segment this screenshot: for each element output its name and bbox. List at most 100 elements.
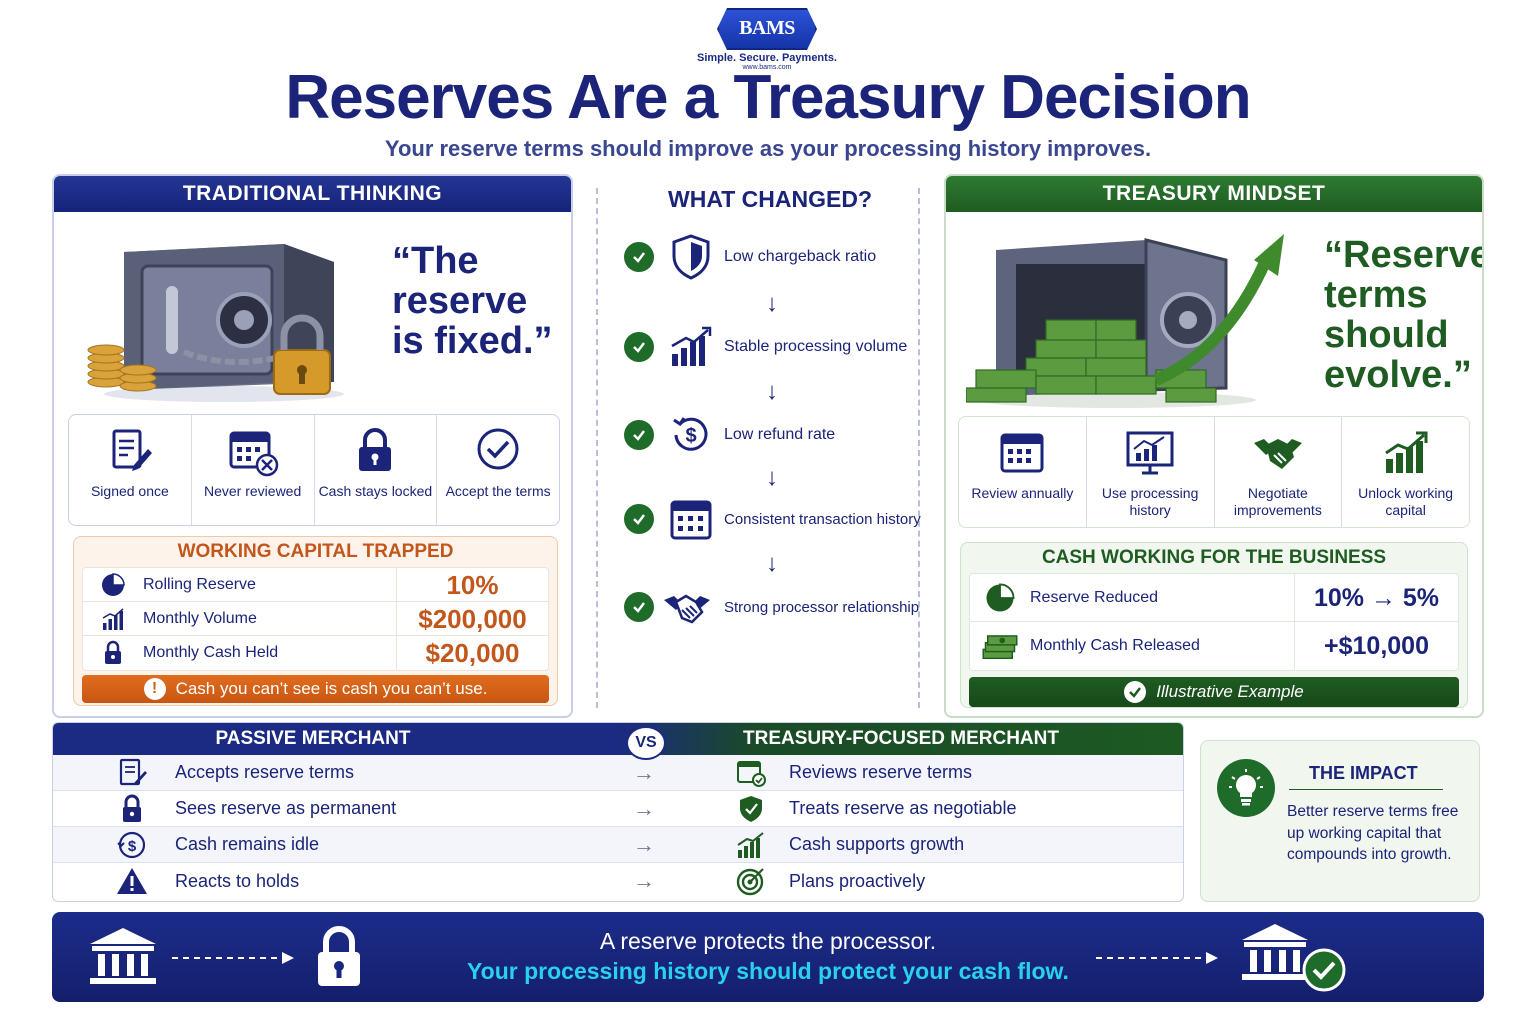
metric-row-reserve-reduced: Reserve Reduced 10% → 5% [970, 574, 1458, 622]
impact-title: THE IMPACT [1309, 763, 1418, 783]
check-icon [624, 504, 654, 534]
treasury-quote: “Reserve terms should evolve.” [1324, 234, 1484, 396]
metric-label: Monthly Cash Released [1030, 637, 1200, 654]
treasury-item-history: Use processing history [1087, 417, 1215, 527]
metric-row-monthly-cash-held: Monthly Cash Held $20,000 [83, 636, 548, 670]
alert-icon: ! [143, 678, 166, 700]
passive-text: Sees reserve as permanent [175, 798, 397, 818]
change-step-label: Strong processor relationship [724, 598, 920, 616]
passive-text: Cash remains idle [175, 834, 320, 854]
bank-icon [90, 928, 156, 984]
metric-row-rolling-reserve: Rolling Reserve 10% [83, 568, 548, 602]
calendar-icon [670, 500, 712, 540]
down-arrow-icon: ↓ [766, 290, 778, 317]
check-icon [624, 332, 654, 362]
arrow-right-icon: → [633, 795, 655, 821]
working-capital-alert: ! Cash you can’t see is cash you can’t u… [82, 675, 549, 703]
page-title: Reserves Are a Treasury Decision [285, 63, 1251, 132]
traditional-item-label: Accept the terms [445, 483, 551, 499]
treasury-item-negotiate: Negotiate improvements [1215, 417, 1343, 527]
dashed-arrow-icon [172, 952, 294, 964]
lock-icon [123, 794, 141, 822]
comparison-row: Accepts reserve terms → Reviews reserve … [53, 755, 1183, 791]
treasury-item-unlock: Unlock working capital [1342, 417, 1469, 527]
check-circle-icon [1124, 681, 1147, 703]
change-step-history: Consistent transaction history [624, 494, 924, 544]
change-step-label: Low refund rate [724, 426, 836, 443]
arrow-right-icon: → [633, 759, 655, 785]
metric-value: $200,000 [396, 602, 548, 635]
vs-badge: VS [626, 726, 666, 760]
treasury-item-review: Review annually [959, 417, 1087, 527]
document-pen-icon [119, 758, 147, 785]
traditional-thinking-panel: TRADITIONAL THINKING “The reserve is fix… [52, 174, 573, 718]
warning-icon [117, 868, 147, 894]
lock-icon [318, 926, 360, 986]
dashed-arrow-icon [1096, 952, 1218, 964]
impact-body: Better reserve terms free up working cap… [1287, 803, 1459, 864]
traditional-quote: “The reserve is fixed.” [392, 240, 553, 362]
treasury-text: Cash supports growth [789, 834, 965, 854]
bams-logo: BAMS Simple. Secure. Payments. www.bams.… [692, 8, 842, 71]
cash-working-title: CASH WORKING FOR THE BUSINESS [1041, 547, 1387, 568]
change-step-label: Consistent transaction history [724, 510, 921, 528]
presentation-chart-icon [1126, 431, 1174, 475]
traditional-item-never-reviewed: Never reviewed [192, 415, 315, 525]
what-changed-title: WHAT CHANGED? [668, 186, 872, 212]
divider-left [596, 188, 598, 708]
treasury-merchant-header: TREASURY-FOCUSED MERCHANT [743, 728, 1059, 749]
comparison-header: PASSIVE MERCHANT TREASURY-FOCUSED MERCHA… [53, 723, 1183, 755]
change-step-relationship: Strong processor relationship [624, 582, 924, 632]
check-icon [624, 592, 654, 622]
working-capital-title: WORKING CAPITAL TRAPPED [177, 541, 454, 562]
svg-text:$: $ [685, 425, 696, 447]
traditional-item-cash-locked: Cash stays locked [315, 415, 438, 525]
cash-working-box: CASH WORKING FOR THE BUSINESS Reserve Re… [960, 542, 1468, 708]
check-icon [624, 420, 654, 450]
svg-text:$: $ [128, 838, 137, 855]
treasury-item-label: Review annually [971, 485, 1074, 501]
calendar-icon [1000, 433, 1044, 473]
arrow-right-icon: → [633, 868, 655, 893]
bank-check-icon [1242, 924, 1346, 992]
treasury-item-label: Negotiate improvements [1233, 485, 1322, 518]
passive-text: Reacts to holds [175, 870, 300, 891]
down-arrow-icon: ↓ [766, 550, 778, 577]
lock-icon [359, 428, 392, 471]
change-step-refund: $ Low refund rate [624, 410, 924, 460]
cash-stack-icon [982, 635, 1018, 660]
change-step-label: Low chargeback ratio [724, 248, 877, 265]
metric-value: 10% → 5% [1294, 574, 1458, 621]
alert-text: Cash you can’t see is cash you can’t use… [175, 679, 488, 698]
treasury-text: Treats reserve as negotiable [789, 798, 1017, 818]
metric-row-cash-released: Monthly Cash Released +$10,000 [970, 622, 1458, 670]
traditional-item-signed: Signed once [69, 415, 192, 525]
treasury-text: Plans proactively [789, 870, 926, 891]
metric-row-monthly-volume: Monthly Volume $200,000 [83, 602, 548, 636]
check-circle-icon [477, 428, 519, 470]
pie-chart-icon [102, 572, 125, 596]
treasury-header: TREASURY MINDSET [946, 176, 1482, 212]
impact-underline [1289, 789, 1443, 790]
shield-check-icon [672, 234, 710, 280]
locked-safe-illustration [87, 244, 344, 402]
working-capital-table: Rolling Reserve 10% Monthly Volume $200,… [82, 567, 549, 671]
change-step-volume: Stable processing volume [624, 322, 924, 372]
impact-box: THE IMPACT Better reserve terms free up … [1200, 740, 1480, 902]
cash-working-table: Reserve Reduced 10% → 5% Monthly Cash Re… [969, 573, 1459, 671]
pie-chart-icon [986, 583, 1015, 612]
growth-chart-icon [1384, 431, 1428, 473]
change-step-chargeback: Low chargeback ratio [624, 232, 924, 282]
traditional-header: TRADITIONAL THINKING [54, 176, 571, 212]
traditional-item-label: Never reviewed [203, 483, 302, 499]
down-arrow-icon: ↓ [766, 464, 778, 491]
metric-label: Monthly Volume [143, 609, 257, 627]
lock-icon [105, 640, 121, 664]
divider-right [918, 188, 920, 708]
treasury-mindset-panel: TREASURY MINDSET “Reserve terms should e… [944, 174, 1484, 718]
treasury-icon-row: Review annually Use processing history N… [958, 416, 1470, 528]
metric-label: Reserve Reduced [1030, 588, 1159, 606]
metric-label: Rolling Reserve [143, 575, 256, 593]
traditional-icon-row: Signed once Never reviewed Cash stays lo… [68, 414, 560, 526]
logo-name: BAMS [739, 17, 795, 39]
